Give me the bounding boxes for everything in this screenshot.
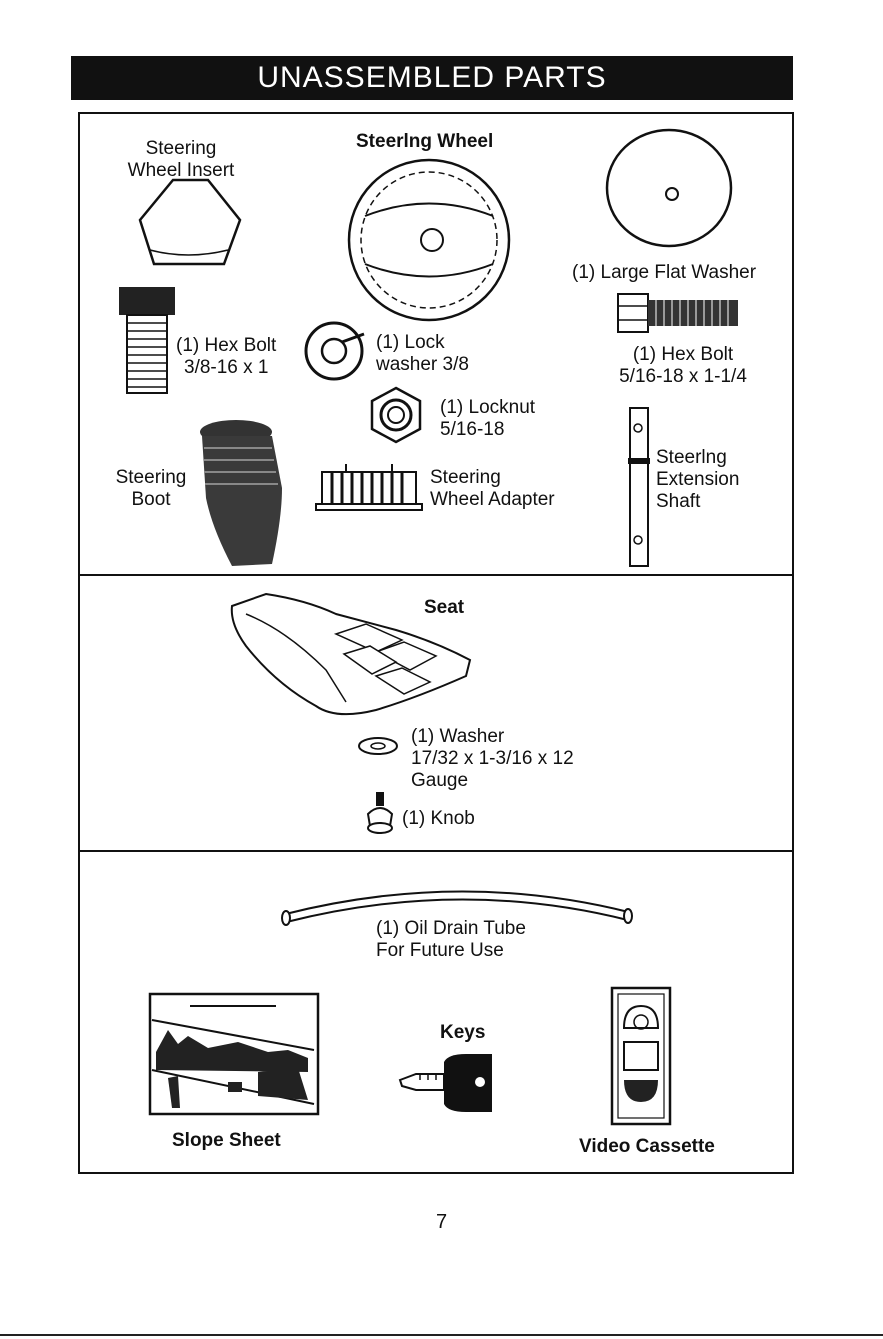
steering-wheel-insert-illustration [138, 178, 242, 266]
label-line: Gauge [411, 770, 469, 791]
page-number: 7 [435, 1211, 448, 1233]
large-flat-washer-label: (1) Large Flat Washer [572, 262, 757, 283]
label-line: 3/8-16 x 1 [184, 357, 269, 378]
slope-sheet-illustration [148, 992, 320, 1116]
label-line: Extension [656, 469, 740, 490]
steering-extension-shaft-illustration [628, 407, 650, 567]
steering-wheel-label: Steerlng Wheel [356, 131, 494, 152]
label-line: Wheel Insert [127, 160, 235, 181]
label-line: 5/16-18 [440, 419, 505, 440]
washer-illustration [358, 737, 398, 755]
keys-label: Keys [440, 1022, 486, 1043]
steering-wheel-illustration [347, 158, 511, 322]
hex-bolt-right-label: (1) Hex Bolt 5/16-18 x 1-1/4 [604, 344, 762, 388]
seat-illustration [230, 592, 472, 716]
steering-wheel-adapter-illustration [315, 464, 423, 511]
locknut-label: (1) Locknut 5/16-18 [440, 397, 535, 441]
knob-label: (1) Knob [402, 808, 475, 829]
label-line: (1) Locknut [440, 397, 536, 418]
lock-washer-label: (1) Lock washer 3/8 [376, 332, 469, 376]
header-title: UNASSEMBLED PARTS [257, 61, 607, 94]
label-line: Steering [145, 138, 217, 159]
seat-label: Seat [424, 597, 465, 618]
label-line: Steerlng [656, 447, 727, 468]
steering-wheel-adapter-label: Steering Wheel Adapter [430, 467, 555, 511]
video-cassette-illustration [610, 986, 672, 1126]
label-line: 17/32 x 1-3/16 x 12 [411, 748, 574, 769]
keys-illustration [398, 1054, 492, 1112]
oil-drain-tube-label: (1) Oil Drain Tube For Future Use [376, 918, 526, 962]
misc-parts-panel [78, 850, 794, 1174]
label-line: (1) Lock [376, 332, 445, 353]
label-line: (1) Washer [411, 726, 505, 747]
steering-extension-shaft-label: Steerlng Extension Shaft [656, 447, 739, 513]
bottom-rule [0, 1334, 883, 1336]
page-header: UNASSEMBLED PARTS [71, 56, 793, 100]
label-line: For Future Use [376, 940, 504, 961]
steering-boot-illustration [200, 420, 282, 566]
steering-wheel-insert-label: Steering Wheel Insert [116, 138, 246, 182]
oil-drain-tube-illustration [281, 890, 633, 926]
label-line: 5/16-18 x 1-1/4 [619, 366, 747, 387]
slope-sheet-label: Slope Sheet [172, 1130, 281, 1151]
lock-washer-illustration [304, 321, 365, 381]
washer-label: (1) Washer 17/32 x 1-3/16 x 12 Gauge [411, 726, 574, 792]
label-line: (1) Hex Bolt [176, 335, 277, 356]
hex-bolt-right-illustration [617, 293, 738, 333]
label-line: Steering [430, 467, 501, 488]
steering-boot-label: Steering Boot [110, 467, 192, 511]
hex-bolt-left-illustration [119, 287, 175, 394]
video-cassette-label: Video Cassette [579, 1136, 715, 1157]
label-line: (1) Hex Bolt [632, 344, 734, 365]
label-line: Boot [131, 489, 171, 510]
label-line: Wheel Adapter [430, 489, 555, 510]
label-line: washer 3/8 [376, 354, 469, 375]
large-flat-washer-illustration [605, 128, 733, 248]
label-line: Shaft [656, 491, 701, 512]
hex-bolt-left-label: (1) Hex Bolt 3/8-16 x 1 [176, 335, 276, 379]
knob-illustration [366, 792, 394, 834]
label-line: Steering [115, 467, 187, 488]
locknut-illustration [370, 386, 422, 444]
label-line: (1) Oil Drain Tube [376, 918, 526, 939]
